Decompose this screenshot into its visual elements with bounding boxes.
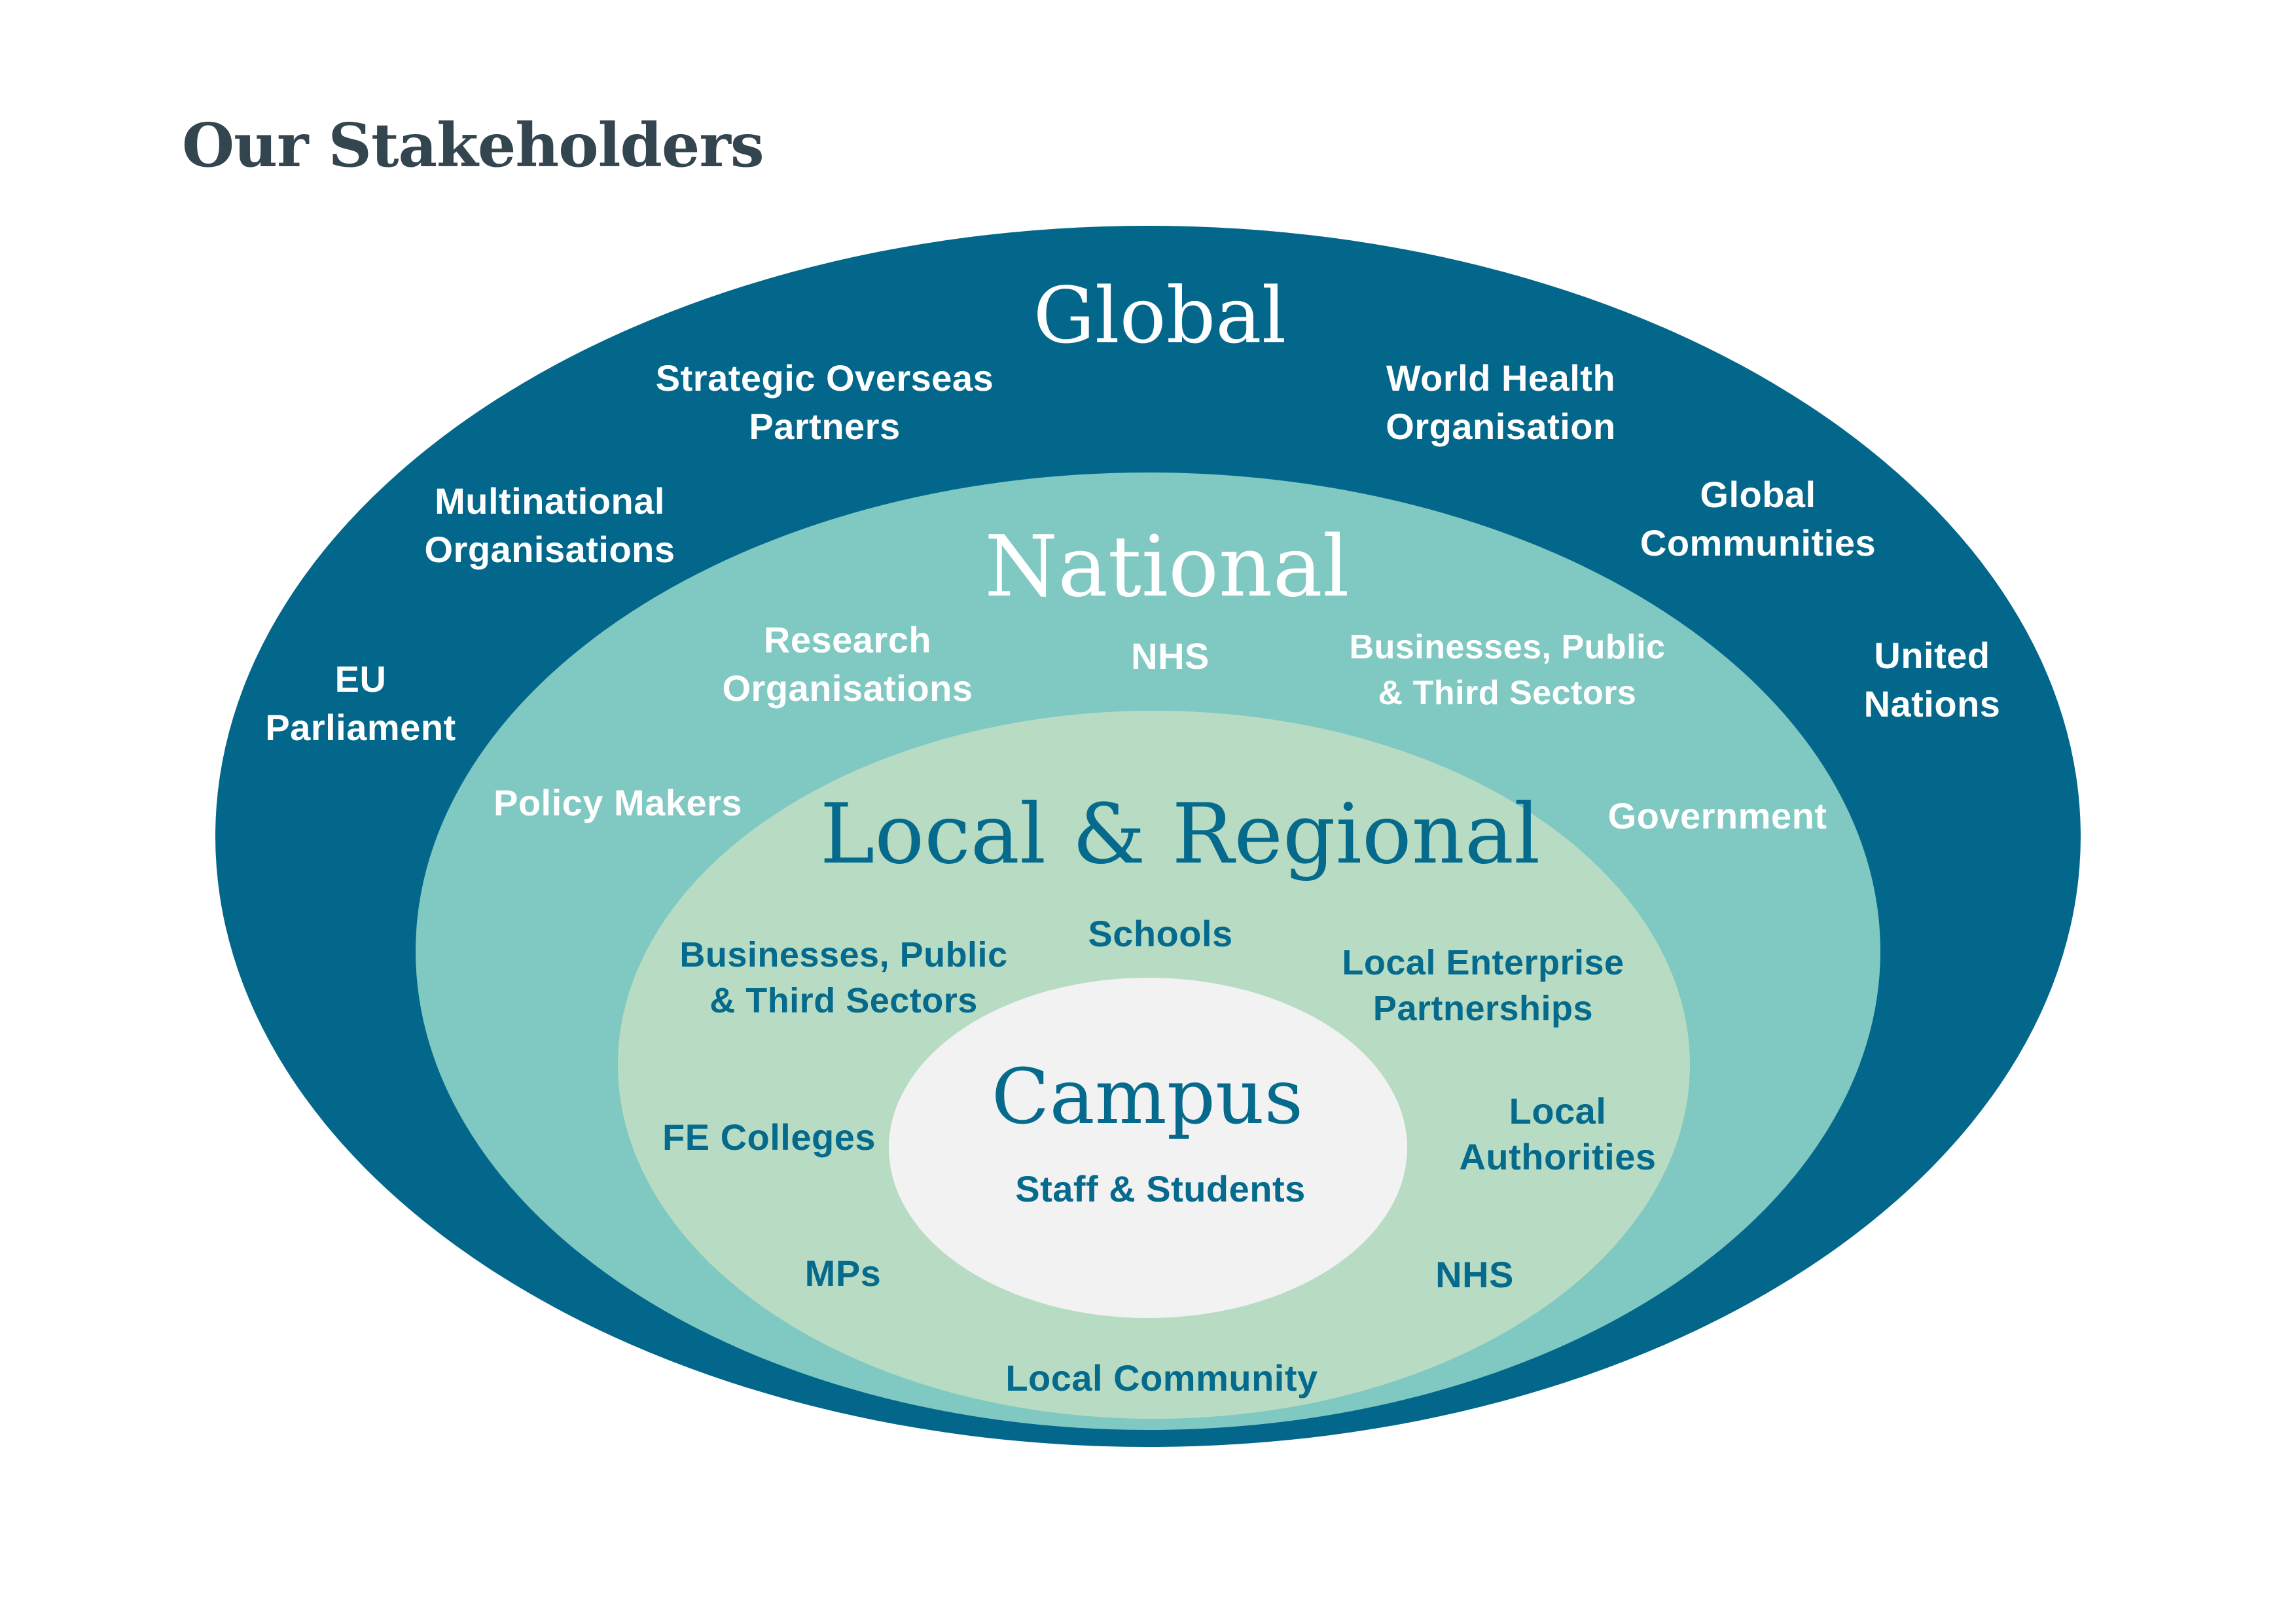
label-line: Organisation — [1386, 406, 1616, 447]
label-line: Parliament — [265, 707, 456, 748]
label-line: United — [1874, 635, 1990, 676]
stakeholder-research-organisations: Research Organisations — [722, 616, 973, 713]
label-line: & Third Sectors — [709, 981, 978, 1020]
stakeholder-government: Government — [1608, 792, 1827, 840]
stakeholder-businesses-public-third-sectors-local: Businesses, Public & Third Sectors — [679, 932, 1007, 1024]
label-line: Nations — [1863, 683, 2001, 724]
page-title: Our Stakeholders — [182, 110, 764, 181]
label-line: Businesses, Public — [1349, 628, 1666, 666]
stakeholder-global-communities: Global Communities — [1640, 471, 1876, 567]
stakeholder-nhs-national: NHS — [1131, 632, 1210, 681]
label-line: Research — [763, 619, 932, 660]
label-line: Organisations — [722, 668, 973, 709]
label-line: Strategic Overseas — [655, 357, 994, 399]
stakeholder-schools: Schools — [1088, 910, 1232, 958]
stakeholder-businesses-public-third-sectors-national: Businesses, Public & Third Sectors — [1350, 624, 1666, 716]
label-line: Local Community — [1005, 1357, 1318, 1399]
label-line: Authorities — [1459, 1136, 1657, 1177]
global-heading: Global — [1033, 270, 1287, 361]
stakeholder-strategic-overseas-partners: Strategic Overseas Partners — [656, 354, 994, 451]
label-line: Local — [1509, 1090, 1607, 1132]
stakeholder-policy-makers: Policy Makers — [493, 779, 742, 827]
label-line: Staff & Students — [1015, 1168, 1306, 1209]
label-line: MPs — [804, 1253, 882, 1294]
label-line: Communities — [1640, 522, 1876, 563]
label-line: Government — [1607, 795, 1827, 836]
stakeholder-nhs-local: NHS — [1435, 1251, 1514, 1299]
label-line: Global — [1700, 474, 1816, 515]
label-line: Businesses, Public — [679, 935, 1008, 974]
stakeholder-multinational-organisations: Multinational Organisations — [424, 477, 675, 574]
stakeholder-staff-students: Staff & Students — [1015, 1165, 1306, 1213]
national-heading: National — [984, 518, 1350, 616]
label-line: Partnerships — [1372, 989, 1594, 1028]
label-line: Policy Makers — [493, 782, 743, 823]
stakeholder-eu-parliament: EU Parliament — [265, 655, 456, 752]
label-line: World Health — [1386, 357, 1616, 399]
stakeholder-united-nations: United Nations — [1864, 632, 2001, 728]
label-line: Partners — [749, 406, 901, 447]
stakeholder-local-authorities: Local Authorities — [1459, 1088, 1656, 1180]
campus-heading: Campus — [991, 1053, 1304, 1141]
label-line: Organisations — [424, 529, 675, 570]
label-line: Schools — [1088, 913, 1233, 954]
label-line: Local Enterprise — [1342, 943, 1624, 982]
label-line: NHS — [1435, 1254, 1514, 1295]
campus-ring — [889, 978, 1407, 1318]
stakeholder-fe-colleges: FE Colleges — [662, 1113, 876, 1162]
label-line: Multinational — [435, 480, 665, 522]
label-line: & Third Sectors — [1378, 674, 1637, 712]
label-line: EU — [334, 658, 387, 700]
stakeholder-world-health-organisation: World Health Organisation — [1386, 354, 1615, 451]
label-line: NHS — [1131, 635, 1210, 677]
stakeholder-local-community: Local Community — [1005, 1354, 1318, 1402]
stakeholder-mps: MPs — [805, 1249, 882, 1298]
label-line: FE Colleges — [662, 1116, 876, 1158]
stakeholder-local-enterprise-partnerships: Local Enterprise Partnerships — [1342, 940, 1624, 1031]
local-regional-heading: Local & Regional — [819, 786, 1541, 882]
